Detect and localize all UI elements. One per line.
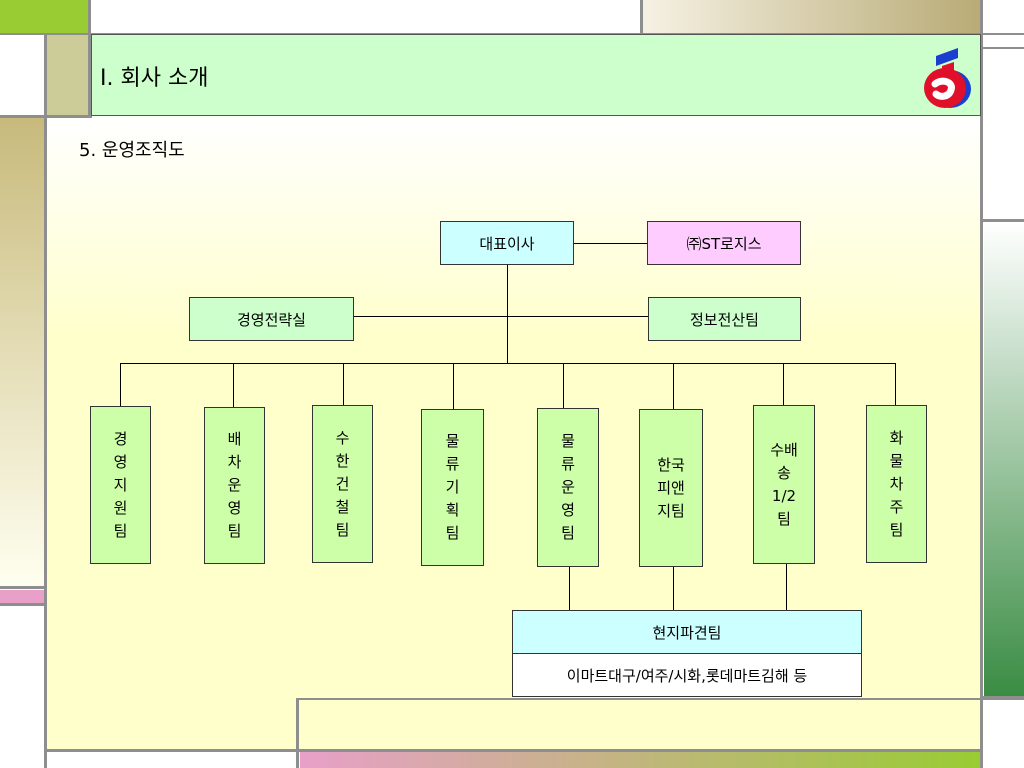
frame-line (982, 696, 1024, 699)
frame-line (982, 219, 1024, 222)
page-title: Ⅰ. 회사 소개 (100, 66, 209, 91)
connector-team-drop (233, 363, 234, 408)
connector-ceo-trunk (507, 264, 508, 363)
section-subtitle: 5. 운영조직도 (79, 140, 185, 161)
team-box-transport: 수배송1/2팀 (753, 405, 815, 564)
frame-line (982, 47, 1024, 49)
connector-dispatch (786, 564, 787, 611)
frame-line (44, 33, 47, 768)
team-label: 한국피앤지팀 (657, 455, 685, 520)
connector-team-drop (343, 363, 344, 406)
strategy-office-box: 경영전략실 (189, 297, 354, 341)
team-box-steel: 수한건철팀 (312, 405, 373, 563)
dispatch-team-box: 현지파견팀 (512, 610, 862, 654)
dispatch-sites-box: 이마트대구/여주/시화,롯데마트김해 등 (512, 653, 862, 697)
team-label: 물류기획팀 (445, 432, 460, 542)
connector-team-drop (895, 363, 896, 406)
frame-line (88, 0, 91, 118)
team-box-pg-korea: 한국피앤지팀 (639, 409, 703, 567)
connector-dispatch (673, 567, 674, 611)
team-box-dispatch-ops: 배차운영팀 (204, 407, 265, 564)
connector-team-drop (783, 363, 784, 406)
right-green-gradient (984, 222, 1024, 696)
top-right-gradient-block (642, 0, 982, 33)
team-label: 배차운영팀 (227, 430, 242, 540)
connector-team-bus (120, 363, 896, 364)
bottom-gradient-bar (300, 752, 980, 768)
team-label: 화물차주팀 (889, 428, 904, 539)
team-box-logistics-planning: 물류기획팀 (421, 409, 484, 566)
team-label: 경영지원팀 (113, 429, 128, 540)
team-box-logistics-ops: 물류운영팀 (537, 408, 599, 567)
frame-line (0, 115, 92, 118)
frame-line (0, 586, 46, 589)
frame-line (0, 603, 46, 606)
connector-team-drop (120, 363, 121, 407)
connector-dispatch (569, 567, 570, 611)
it-team-box: 정보전산팀 (648, 297, 801, 341)
title-band (91, 34, 981, 116)
affiliate-box: ㈜ST로지스 (647, 221, 801, 265)
left-gradient-strip (0, 118, 46, 586)
company-logo-icon (924, 48, 971, 108)
connector-team-drop (453, 363, 454, 410)
left-pink-strip (0, 590, 46, 604)
team-label: 물류운영팀 (561, 432, 575, 542)
frame-line (46, 749, 982, 752)
frame-line (640, 0, 643, 35)
team-label: 수한건철팀 (335, 428, 350, 539)
frame-line (980, 0, 983, 768)
ceo-box: 대표이사 (440, 221, 574, 265)
connector-team-drop (563, 363, 564, 409)
connector-ceo-affiliate (573, 243, 648, 244)
team-label: 수배송1/2팀 (770, 440, 798, 528)
team-box-truck-owners: 화물차주팀 (866, 405, 927, 563)
left-olive-block (46, 35, 90, 115)
top-left-green-block (0, 0, 88, 33)
frame-line (296, 698, 1024, 700)
connector-staff-line (353, 316, 649, 317)
frame-line (296, 698, 299, 768)
team-box-management-support: 경영지원팀 (90, 406, 151, 564)
connector-team-drop (673, 363, 674, 410)
